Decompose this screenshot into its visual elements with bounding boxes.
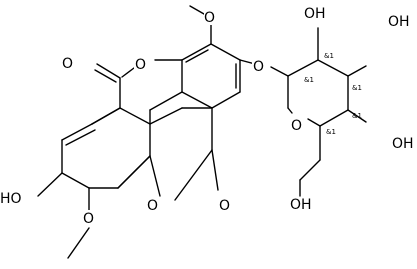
stereo-label-c5: &1 [326,128,336,136]
atom-oh-top-right: OH [388,14,410,30]
stereo-label-c3: &1 [352,84,362,92]
atom-o-sugar-ring: O [291,118,302,134]
bond-lines [37,5,367,259]
atom-o-methoxy-bottom: O [83,211,94,227]
atom-o-carbonyl-upper: O [62,56,73,72]
atom-o-lactone-upper: O [135,57,146,73]
atom-o-methoxy-top: O [204,10,215,26]
stereo-label-c2: &1 [324,52,334,60]
atom-oh-top-left: OH [304,6,326,22]
atom-labels: O O O O O OH OH OH OH HO O O O [0,6,414,227]
stereo-label-c4: &1 [352,112,362,120]
atom-oh-right: OH [392,136,414,152]
stereo-labels: &1 &1 &1 &1 &1 [304,52,362,136]
atom-ho-left: HO [0,191,22,207]
stereo-label-c1: &1 [304,76,314,84]
atom-o-lactone-lower: O [147,198,158,214]
atom-o-carbonyl-lower: O [219,198,230,214]
atom-oh-ch2: OH [290,197,312,213]
atom-o-glycosidic: O [253,59,264,75]
